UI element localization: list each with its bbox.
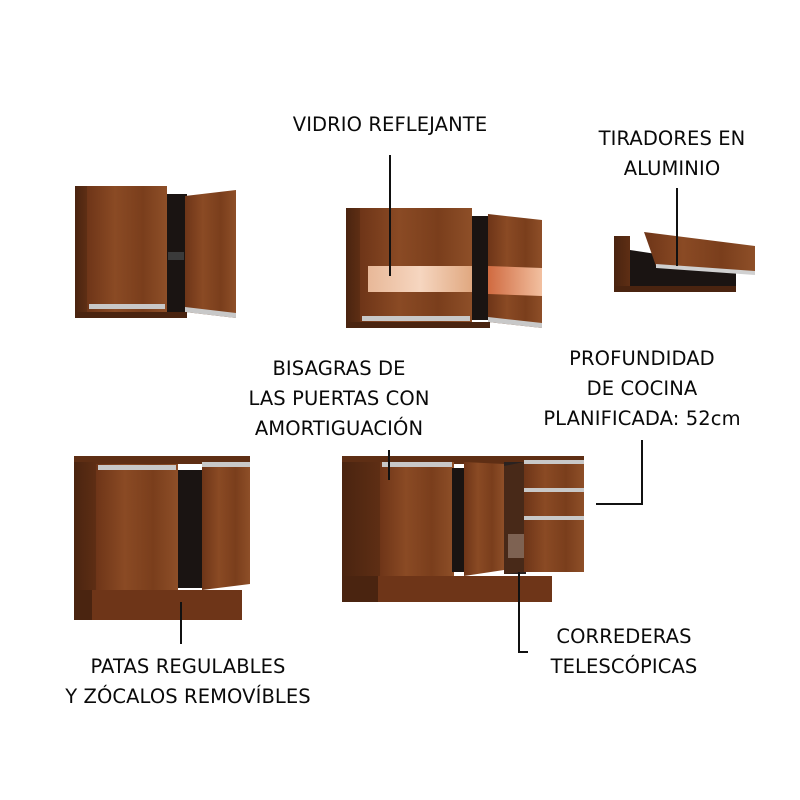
aluminum-handle	[524, 516, 584, 520]
label-kitchen-depth: PROFUNDIDAD DE COCINA PLANIFICADA: 52cm	[528, 344, 756, 434]
cabinet-interior	[470, 216, 490, 320]
leader-line-correderas	[518, 572, 528, 653]
wall-cabinet-left	[75, 186, 236, 318]
label-line: TIRADORES EN	[598, 127, 746, 150]
reflective-glass-panel	[488, 266, 542, 296]
cabinet-door-right	[185, 190, 236, 318]
label-line: ALUMINIO	[623, 157, 721, 180]
cabinet-interior	[176, 470, 204, 588]
aluminum-handle	[656, 264, 755, 275]
cabinet-bottom-edge	[75, 312, 187, 318]
cabinet-bottom-edge	[614, 286, 736, 292]
aluminum-handle	[524, 488, 584, 492]
cabinet-bottom-edge	[346, 322, 490, 328]
label-line: CORREDERAS	[556, 625, 692, 648]
countertop-edge	[342, 456, 584, 464]
label-line: PATAS REGULABLES	[90, 655, 286, 678]
label-line: BISAGRAS DE	[272, 357, 406, 380]
label-line: PLANIFICADA: 52cm	[543, 407, 741, 430]
cabinet-door-left	[380, 462, 454, 576]
leader-lines	[180, 155, 678, 653]
cabinet-shelf	[168, 252, 184, 260]
label-soft-close-hinges: BISAGRAS DE LAS PUERTAS CON AMORTIGUACIÓ…	[232, 354, 446, 444]
label-reflective-glass: VIDRIO REFLEJANTE	[278, 110, 502, 140]
cabinet-lift-door	[644, 232, 755, 274]
cabinet-side-panel	[74, 462, 96, 592]
label-adjustable-legs: PATAS REGULABLES Y ZÓCALOS REMOVÍBLES	[50, 652, 326, 712]
drawer-side	[504, 462, 524, 574]
cabinet-side-panel	[75, 186, 87, 318]
cabinet-door-middle	[464, 462, 504, 576]
aluminum-handle	[98, 465, 176, 470]
aluminum-handle	[185, 307, 236, 318]
plinth-side	[342, 576, 378, 602]
label-line: TELESCÓPICAS	[550, 655, 698, 678]
cabinet-side-panel	[342, 462, 380, 596]
aluminum-handle	[89, 304, 165, 309]
label-line: LAS PUERTAS CON	[248, 387, 430, 410]
aluminum-handle	[524, 460, 584, 464]
label-line: AMORTIGUACIÓN	[254, 417, 424, 440]
countertop-edge	[74, 456, 250, 464]
label-line: PROFUNDIDAD	[569, 347, 715, 370]
wall-cabinet-lift-up	[614, 232, 755, 292]
aluminum-handle	[202, 462, 250, 467]
drawer-middle	[524, 490, 584, 516]
base-cabinet-left	[74, 456, 250, 620]
leader-line-profundidad	[596, 440, 643, 505]
drawer-top	[524, 462, 584, 488]
reflective-glass-panel	[368, 266, 472, 292]
aluminum-handle	[382, 462, 452, 467]
drawer-bottom	[524, 518, 584, 572]
aluminum-handle	[362, 316, 470, 321]
cabinet-door-left	[87, 186, 167, 312]
cabinet-side-panel	[614, 236, 630, 290]
cabinet-interior	[452, 468, 466, 572]
aluminum-handle	[488, 317, 542, 328]
plinth-side	[74, 590, 92, 620]
label-line: VIDRIO REFLEJANTE	[292, 113, 488, 136]
label-line: DE COCINA	[586, 377, 698, 400]
cabinet-door-left	[96, 464, 178, 592]
label-aluminum-handles: TIRADORES EN ALUMINIO	[580, 124, 764, 184]
removable-plinth	[74, 590, 242, 620]
base-cabinet-drawers	[342, 456, 584, 602]
label-line: Y ZÓCALOS REMOVÍBLES	[65, 685, 311, 708]
label-telescopic-slides: CORREDERAS TELESCÓPICAS	[536, 622, 712, 682]
cabinet-door-right	[202, 462, 250, 590]
cabinet-side-panel	[346, 208, 360, 324]
wall-cabinet-glass	[346, 208, 542, 328]
